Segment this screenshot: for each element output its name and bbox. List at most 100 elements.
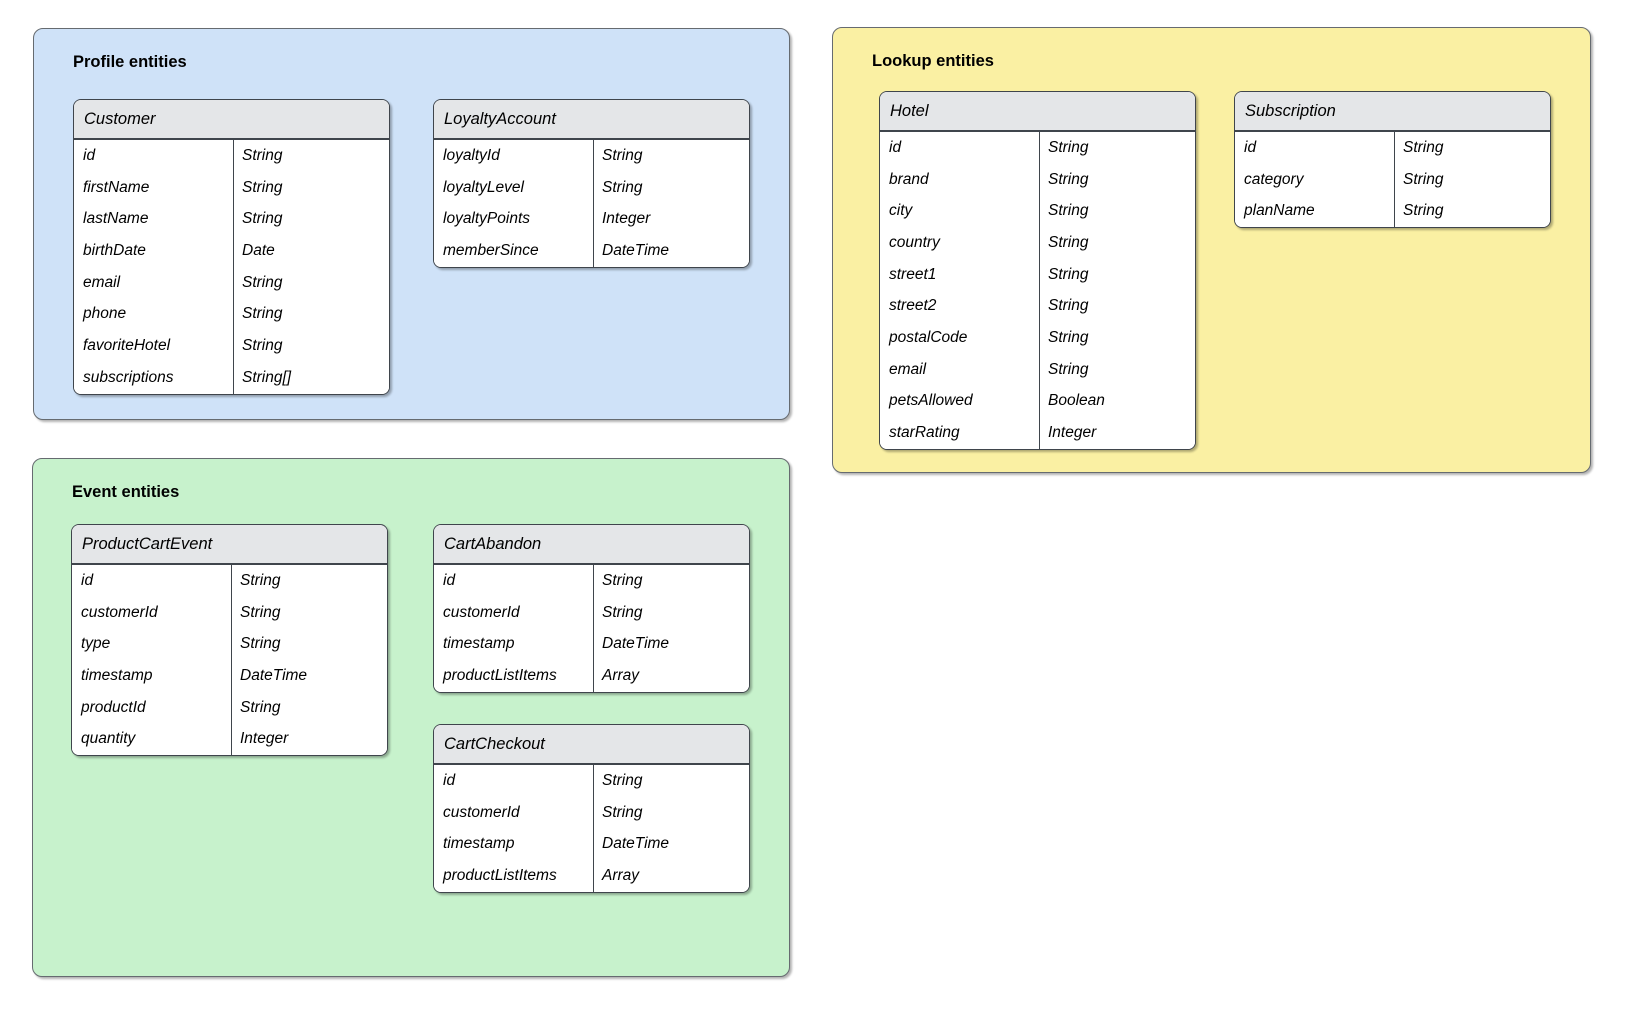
field-name: id: [434, 765, 594, 797]
field-row: customerId String: [72, 596, 387, 629]
entity-title: ProductCartEvent: [72, 525, 387, 565]
field-name: starRating: [880, 417, 1040, 449]
entity-title: CartCheckout: [434, 725, 749, 765]
field-name: id: [880, 132, 1040, 164]
field-name: category: [1235, 163, 1395, 196]
entity-title: Customer: [74, 100, 389, 140]
field-type: String: [242, 178, 283, 196]
field-type: String: [1048, 360, 1089, 378]
field-row: memberSince DateTime: [434, 235, 749, 267]
field-type: String: [240, 698, 281, 716]
field-type: String: [1048, 138, 1089, 156]
field-name: type: [72, 628, 232, 661]
field-name: timestamp: [434, 828, 594, 861]
field-name: id: [74, 140, 234, 172]
field-row: starRating Integer: [880, 417, 1195, 449]
field-type: String: [1403, 170, 1444, 188]
field-type: String: [242, 273, 283, 291]
field-row: productListItems Array: [434, 860, 749, 892]
field-row: productListItems Array: [434, 660, 749, 692]
field-type: String: [1048, 170, 1089, 188]
field-type: DateTime: [240, 666, 308, 684]
entity-title: CartAbandon: [434, 525, 749, 565]
field-name: email: [880, 353, 1040, 386]
field-name: timestamp: [72, 660, 232, 692]
field-type: String: [1048, 297, 1089, 315]
field-row: quantity Integer: [72, 723, 387, 756]
field-name: planName: [1235, 195, 1395, 228]
field-name: street1: [880, 258, 1040, 291]
field-name: birthDate: [74, 235, 234, 267]
field-row: street2 String: [880, 290, 1195, 323]
field-type: Array: [602, 866, 640, 884]
field-name: country: [880, 227, 1040, 259]
field-name: brand: [880, 163, 1040, 196]
field-name: memberSince: [434, 235, 594, 267]
field-type: String: [602, 771, 643, 789]
field-row: id String: [880, 132, 1195, 164]
field-name: customerId: [434, 796, 594, 829]
field-type: String: [1048, 202, 1089, 220]
field-name: loyaltyPoints: [434, 203, 594, 236]
field-name: lastName: [74, 203, 234, 236]
field-name: quantity: [72, 723, 232, 756]
field-type: Integer: [602, 210, 651, 228]
field-name: city: [880, 195, 1040, 228]
field-name: customerId: [72, 596, 232, 629]
entity-title: LoyaltyAccount: [434, 100, 749, 140]
field-name: productListItems: [434, 660, 594, 692]
field-name: productListItems: [434, 860, 594, 892]
field-type: DateTime: [602, 241, 670, 259]
entity-title: Hotel: [880, 92, 1195, 132]
field-type: Array: [602, 666, 640, 684]
field-row: type String: [72, 628, 387, 661]
field-name: phone: [74, 298, 234, 331]
field-type: DateTime: [602, 635, 670, 653]
group-title: Profile entities: [73, 53, 187, 71]
group-title: Event entities: [72, 483, 180, 501]
field-row: loyaltyPoints Integer: [434, 203, 749, 236]
field-row: timestamp DateTime: [72, 660, 387, 692]
field-type: String: [602, 178, 643, 196]
field-type: String: [240, 603, 281, 621]
field-row: phone String: [74, 298, 389, 331]
field-name: street2: [880, 290, 1040, 323]
field-row: id String: [434, 765, 749, 797]
group-title: Lookup entities: [872, 52, 994, 70]
field-type: Integer: [240, 730, 289, 748]
field-type: String: [242, 305, 283, 323]
field-name: loyaltyId: [434, 140, 594, 172]
field-type: String: [602, 603, 643, 621]
field-type: String: [240, 635, 281, 653]
field-name: postalCode: [880, 322, 1040, 354]
field-type: Integer: [1048, 424, 1097, 442]
field-name: email: [74, 266, 234, 299]
entity-title: Subscription: [1235, 92, 1550, 132]
